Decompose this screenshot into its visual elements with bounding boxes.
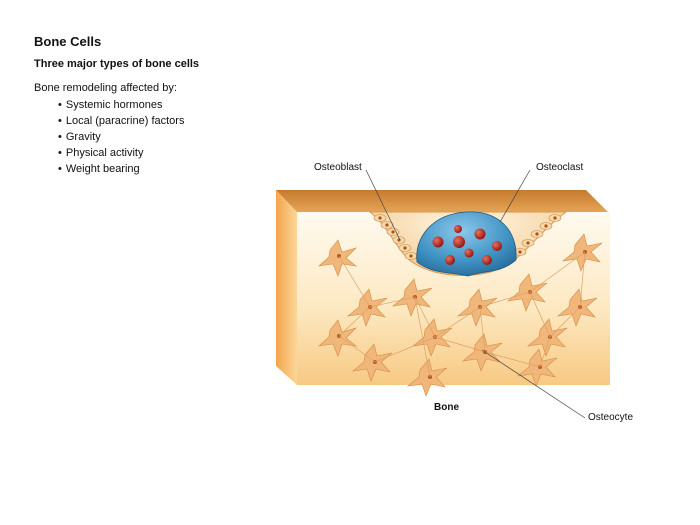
page-subtitle: Three major types of bone cells: [34, 58, 200, 70]
page-title: Bone Cells: [34, 34, 102, 49]
factor-item: Weight bearing: [58, 161, 184, 177]
osteoclast-cell: [416, 211, 517, 277]
osteoclast-nucleus: [492, 241, 502, 251]
osteoclast-nucleus: [445, 255, 455, 265]
intro-text: Bone remodeling affected by:: [34, 82, 177, 94]
osteoclast-nucleus: [453, 236, 465, 248]
bone-label: Bone: [434, 402, 459, 413]
factor-list: Systemic hormones Local (paracrine) fact…: [58, 97, 185, 177]
osteoclast-nucleus: [482, 255, 492, 265]
osteoclast-nucleus: [454, 225, 462, 233]
factor-item: Gravity: [58, 129, 184, 145]
osteocyte-leader: [481, 349, 586, 419]
osteoclast-nucleus: [474, 228, 486, 240]
bone-side-face: [276, 190, 297, 385]
bone-block: [276, 190, 610, 385]
osteoclast-leader: [499, 169, 531, 223]
osteocyte-label: Osteocyte: [588, 412, 634, 423]
osteocyte-network: [318, 233, 603, 397]
osteoclast-nucleus: [432, 236, 444, 248]
osteoblast-leader: [365, 169, 401, 241]
leader-lines: [365, 169, 586, 419]
osteoblast-label: Osteoblast: [314, 162, 362, 173]
osteoclast-label: Osteoclast: [536, 162, 584, 173]
bone-top-surface: [276, 190, 610, 214]
factor-item: Systemic hormones: [58, 97, 184, 113]
osteoblast-layer: [373, 214, 562, 260]
osteoclast-nucleus: [464, 248, 474, 258]
factor-item: Local (paracrine) factors: [58, 113, 185, 129]
factor-item: Physical activity: [58, 145, 184, 161]
